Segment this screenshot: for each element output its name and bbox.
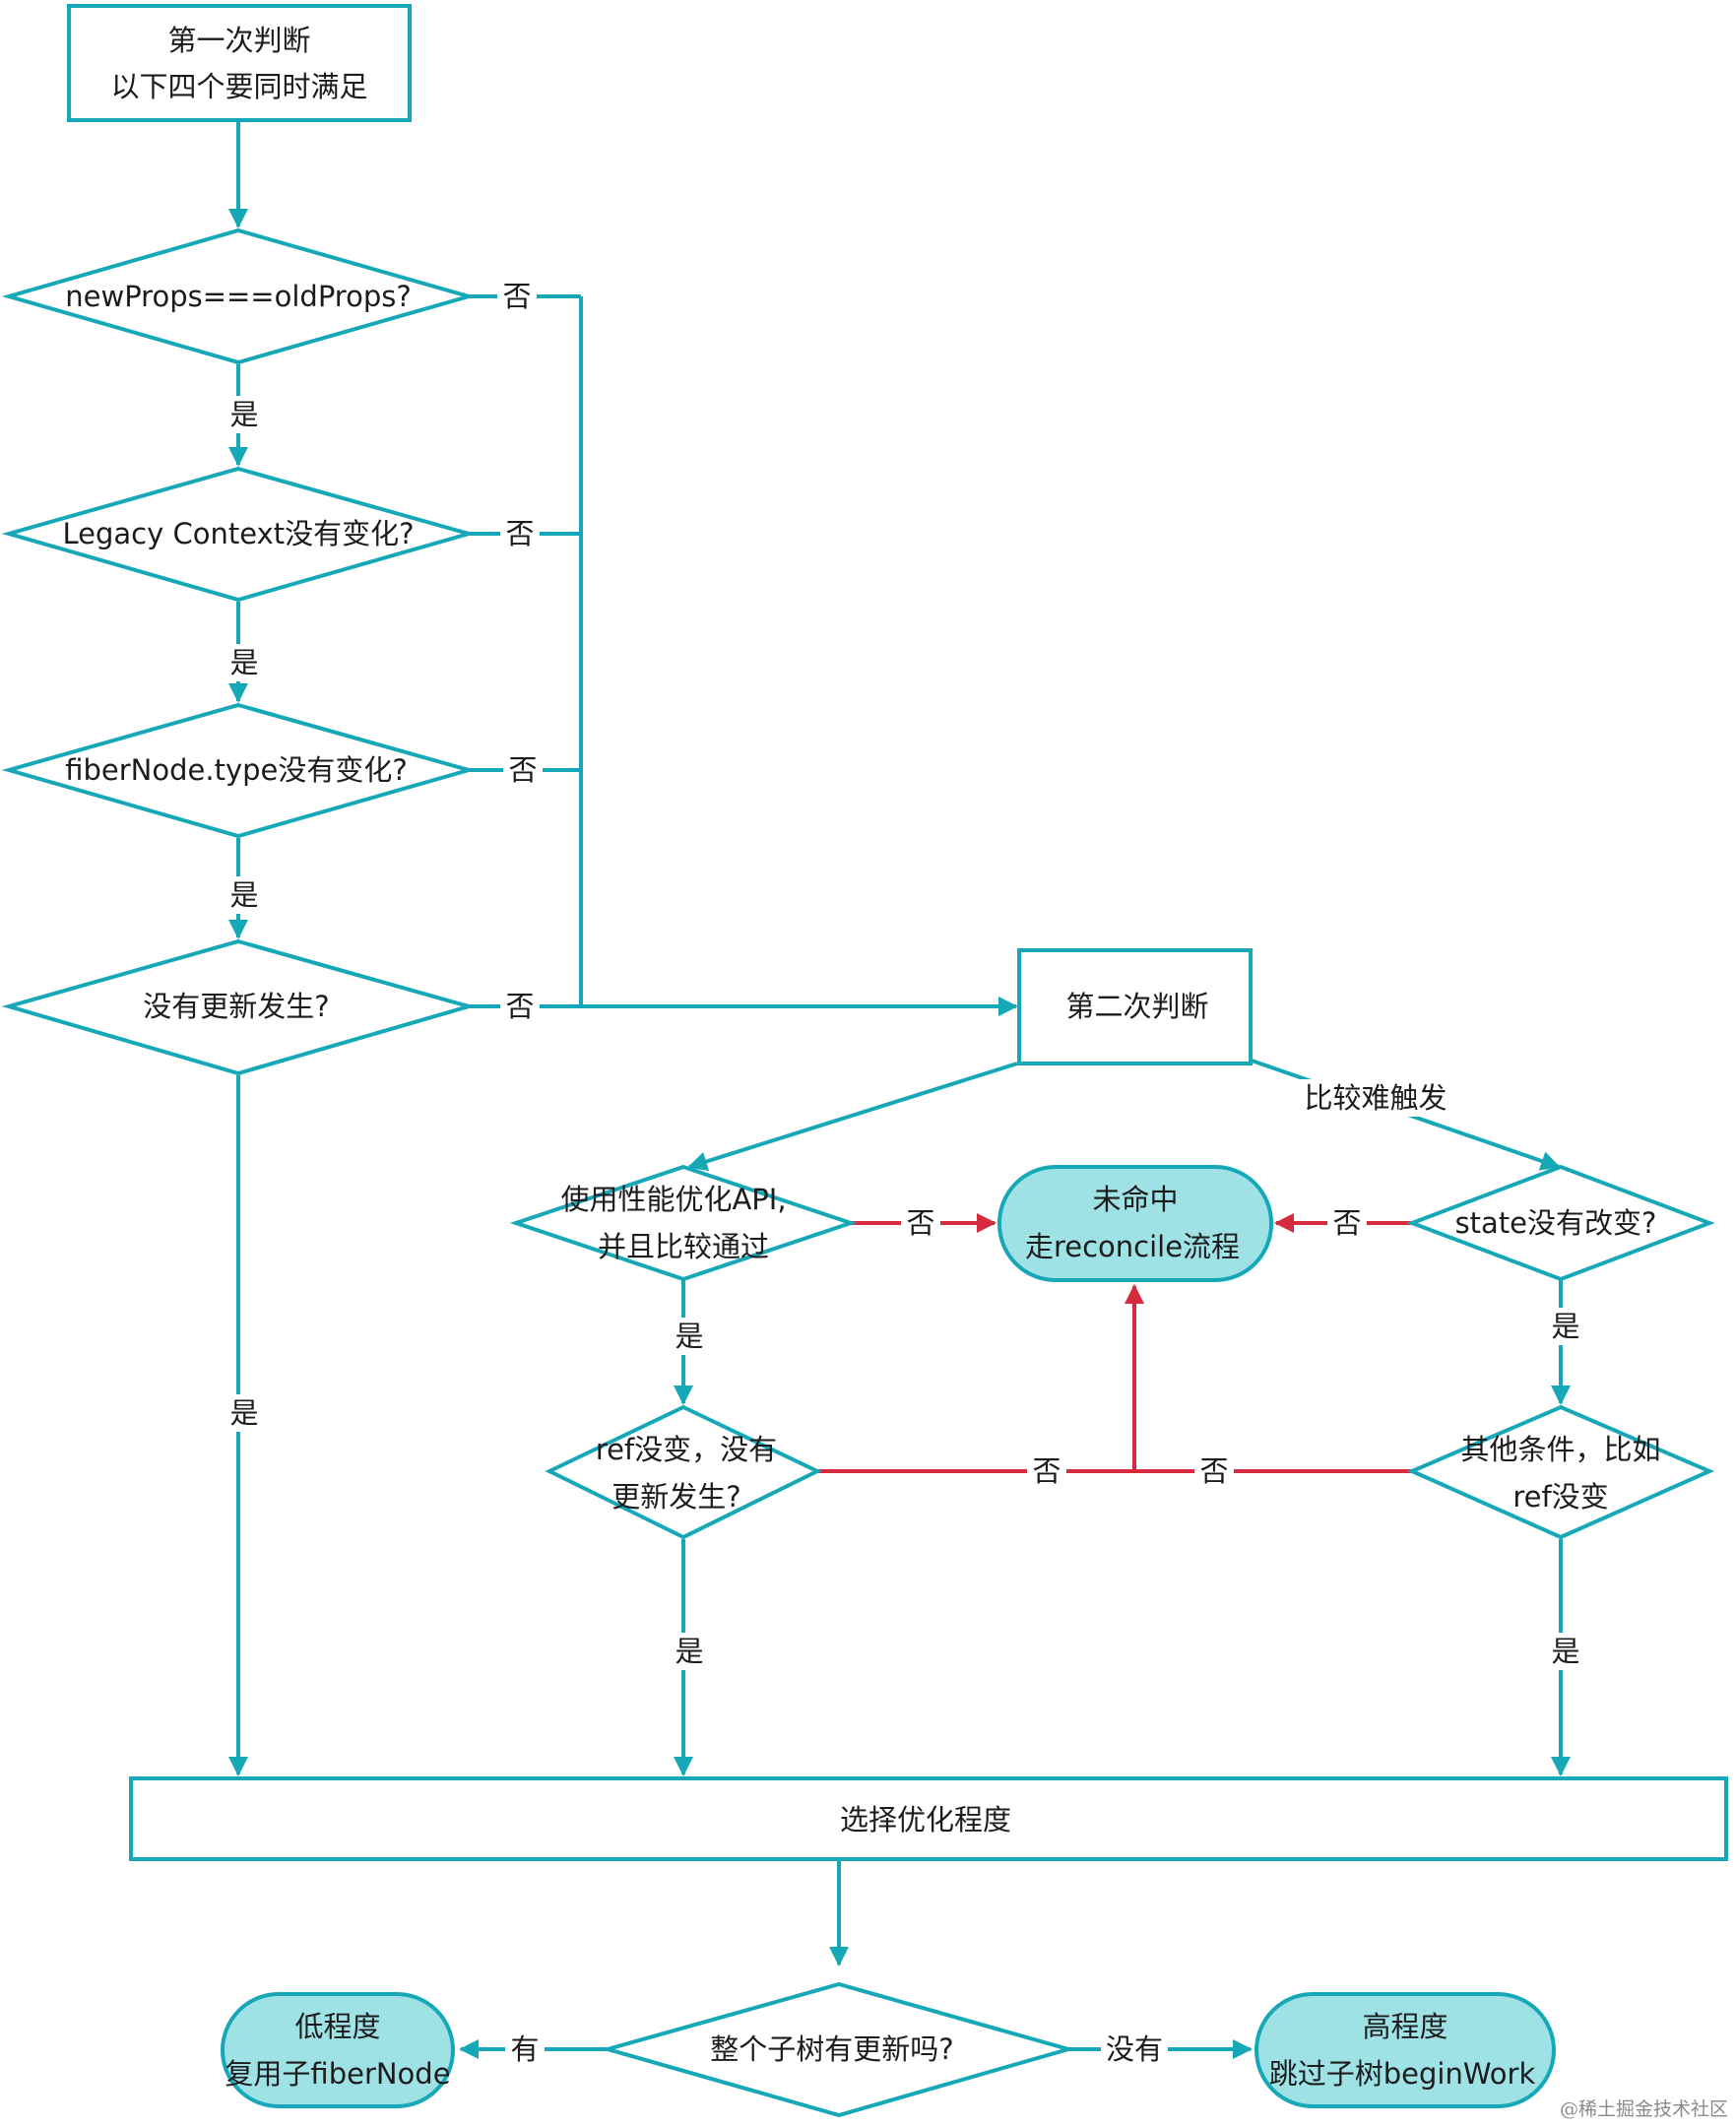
edge-labels: 否 否 否 否 是 是 是 是 比较难触发 否 否 是 是 否 否 是 是 有 [225, 278, 1585, 2068]
low-level-line2: 复用子fiberNode [225, 2057, 450, 2091]
label-perf-yes: 是 [675, 1320, 703, 1353]
node-high-level: 高程度 跳过子树beginWork [1254, 1992, 1556, 2108]
label-subtree-has: 有 [510, 2032, 539, 2066]
decision-new-props-text: newProps===oldProps? [65, 280, 411, 313]
node-low-level: 低程度 复用子fiberNode [221, 1992, 455, 2108]
decision-state: state没有改变? [1406, 1164, 1715, 1282]
second-judgement-text: 第二次判断 [1065, 990, 1208, 1023]
decision-perf-api-line2: 并且比较通过 [598, 1230, 769, 1263]
watermark: @稀土掘金技术社区 [1560, 2098, 1728, 2120]
first-judgement-line2: 以下四个要同时满足 [110, 70, 367, 103]
label-type-no: 否 [508, 753, 537, 787]
decision-no-update-text: 没有更新发生? [143, 990, 329, 1023]
label-noupdate-yes: 是 [229, 1396, 258, 1430]
decision-legacy-context: Legacy Context没有变化? [1, 466, 477, 603]
decision-other-conditions: 其他条件，比如 ref没变 [1407, 1404, 1714, 1540]
label-hard-trigger: 比较难触发 [1304, 1081, 1447, 1115]
decision-perf-api-line1: 使用性能优化API, [560, 1183, 786, 1216]
decision-new-props: newProps===oldProps? [1, 227, 477, 365]
decision-state-text: state没有改变? [1455, 1206, 1657, 1240]
decision-subtree-text: 整个子树有更新吗? [710, 2032, 953, 2066]
miss-line2: 走reconcile流程 [1025, 1230, 1240, 1263]
edge-second-to-perf [687, 1062, 1018, 1172]
label-other-no: 否 [1199, 1454, 1228, 1488]
decision-subtree-update: 整个子树有更新吗? [600, 1981, 1076, 2118]
decision-other-line2: ref没变 [1512, 1480, 1608, 1514]
miss-line1: 未命中 [1092, 1183, 1178, 1216]
high-level-line2: 跳过子树beginWork [1269, 2057, 1536, 2091]
node-select-level: 选择优化程度 [129, 1776, 1728, 1861]
decision-fiber-type-text: fiberNode.type没有变化? [65, 753, 408, 787]
decision-no-update: 没有更新发生? [1, 938, 477, 1076]
label-type-yes: 是 [229, 878, 258, 912]
label-perf-no: 否 [906, 1206, 934, 1240]
low-level-line1: 低程度 [294, 2010, 380, 2043]
label-state-yes: 是 [1551, 1310, 1579, 1343]
decision-ref-line1: ref没变，没有 [596, 1433, 777, 1466]
high-level-line1: 高程度 [1362, 2010, 1447, 2043]
label-noupdate-no: 否 [505, 990, 534, 1023]
decision-fiber-type: fiberNode.type没有变化? [1, 702, 477, 839]
node-second-judgement: 第二次判断 [1017, 948, 1253, 1065]
decision-other-line1: 其他条件，比如 [1460, 1433, 1660, 1466]
node-miss-reconcile: 未命中 走reconcile流程 [997, 1165, 1273, 1282]
label-state-no: 否 [1332, 1206, 1361, 1240]
first-judgement-line1: 第一次判断 [167, 24, 310, 57]
label-props-yes: 是 [229, 398, 258, 431]
decision-legacy-context-text: Legacy Context没有变化? [63, 517, 415, 550]
label-ref-yes: 是 [675, 1635, 703, 1668]
label-props-no: 否 [502, 280, 531, 313]
label-legacy-no: 否 [505, 517, 534, 550]
decision-ref: ref没变，没有 更新发生? [545, 1404, 822, 1540]
decision-perf-api: 使用性能优化API, 并且比较通过 [509, 1164, 858, 1282]
label-legacy-yes: 是 [229, 646, 258, 679]
select-level-text: 选择优化程度 [840, 1803, 1011, 1837]
label-other-yes: 是 [1551, 1635, 1579, 1668]
label-ref-no: 否 [1032, 1454, 1061, 1488]
label-subtree-none: 没有 [1106, 2032, 1163, 2066]
decision-ref-line2: 更新发生? [611, 1480, 740, 1514]
node-first-judgement: 第一次判断 以下四个要同时满足 [67, 4, 412, 122]
